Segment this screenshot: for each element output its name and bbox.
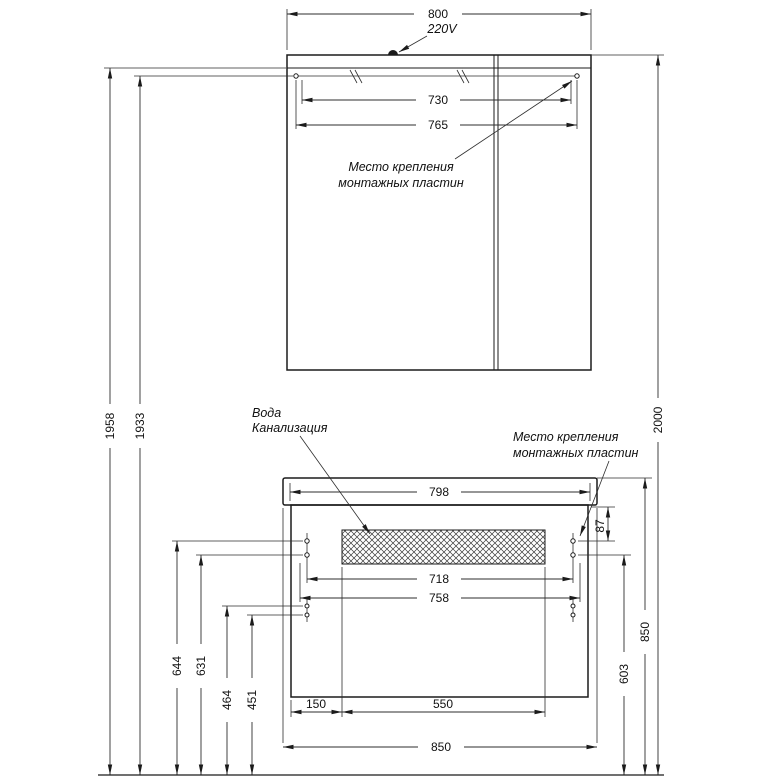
dimension-2000: 2000 — [591, 54, 665, 775]
mount-note-top-line2: монтажных пластин — [338, 176, 464, 190]
power-label: 220V — [426, 22, 458, 36]
dim-label-730: 730 — [428, 93, 448, 107]
dimension-850-right: 850 — [597, 477, 652, 775]
leader-line — [579, 460, 610, 537]
mirror-cabinet-outline — [286, 54, 592, 371]
plate-lines — [306, 533, 574, 622]
mount-note-top: Место крепления монтажных пластин — [338, 80, 573, 190]
dimension-718: 718 — [306, 563, 574, 586]
dim-label-464: 464 — [220, 690, 234, 710]
service-opening-hatch — [341, 529, 546, 565]
mount-note-top-line1: Место крепления — [348, 160, 454, 174]
dimension-1958: 1958 — [103, 67, 286, 775]
dimension-730: 730 — [301, 80, 572, 107]
dim-label-550: 550 — [433, 697, 453, 711]
mount-hole — [304, 552, 310, 558]
dim-label-718: 718 — [429, 572, 449, 586]
dim-label-850-right: 850 — [638, 622, 652, 642]
dimension-850-bottom: 850 — [282, 508, 598, 754]
left-height-extensions — [172, 540, 303, 616]
leader-line — [299, 435, 371, 535]
dimension-150-550: 150 550 — [290, 567, 546, 717]
dimension-603: 603 — [578, 554, 631, 775]
mount-hole — [570, 612, 576, 618]
dim-label-800: 800 — [428, 7, 448, 21]
dim-label-451: 451 — [245, 690, 259, 710]
vanity-countertop: 798 — [282, 477, 598, 506]
dim-label-758: 758 — [429, 591, 449, 605]
dim-label-631: 631 — [194, 656, 208, 676]
water-note-line1: Вода — [252, 406, 281, 420]
mounting-rail-top — [293, 69, 580, 84]
mounting-plates-bottom — [304, 533, 576, 622]
mirror-cabinet — [286, 50, 592, 371]
mount-hole — [304, 603, 310, 609]
mount-hole — [570, 538, 576, 544]
dimension-451: 451 — [245, 615, 259, 775]
dimension-644: 644 — [170, 541, 184, 775]
dimension-765: 765 — [295, 80, 578, 132]
ext-lines — [172, 540, 303, 616]
rail-break-ticks — [349, 69, 470, 84]
mount-hole-right — [574, 73, 580, 79]
mount-hole — [304, 538, 310, 544]
dimension-1933: 1933 — [133, 75, 293, 775]
leader-line — [454, 80, 573, 160]
dimension-87: 87 — [578, 506, 615, 542]
ext-lines — [578, 506, 615, 542]
dim-label-87: 87 — [593, 519, 607, 533]
ext-lines — [282, 508, 598, 743]
mount-hole — [570, 603, 576, 609]
mount-hole — [570, 552, 576, 558]
dim-label-1933: 1933 — [133, 412, 147, 439]
dimension-464: 464 — [220, 606, 234, 775]
dim-label-644: 644 — [170, 656, 184, 676]
dim-label-603: 603 — [617, 664, 631, 684]
power-outlet-mark — [388, 50, 398, 55]
dimension-631: 631 — [194, 555, 208, 775]
mount-note-bottom-line2: монтажных пластин — [513, 446, 639, 460]
mount-note-bottom: Место крепления монтажных пластин — [513, 430, 639, 537]
dim-label-850-bottom: 850 — [431, 740, 451, 754]
dimension-800: 800 — [286, 7, 592, 50]
ext-lines — [295, 80, 578, 129]
dim-label-765: 765 — [428, 118, 448, 132]
mount-hole-left — [293, 73, 299, 79]
dim-label-2000: 2000 — [651, 406, 665, 433]
vanity-body-outline — [290, 504, 589, 698]
mirror-cabinet-divider — [493, 55, 499, 370]
dim-label-1958: 1958 — [103, 412, 117, 439]
dim-label-798: 798 — [429, 485, 449, 499]
ext-lines — [299, 563, 581, 602]
mount-note-bottom-line1: Место крепления — [513, 430, 619, 444]
dim-label-150: 150 — [306, 697, 326, 711]
vanity-body — [290, 504, 589, 698]
power-note: 220V — [398, 22, 458, 53]
ext-lines — [290, 567, 546, 717]
mount-hole — [304, 612, 310, 618]
dimension-758: 758 — [299, 563, 581, 605]
leader-line — [398, 35, 428, 53]
water-note-line2: Канализация — [252, 421, 328, 435]
water-note: Вода Канализация — [252, 406, 371, 535]
